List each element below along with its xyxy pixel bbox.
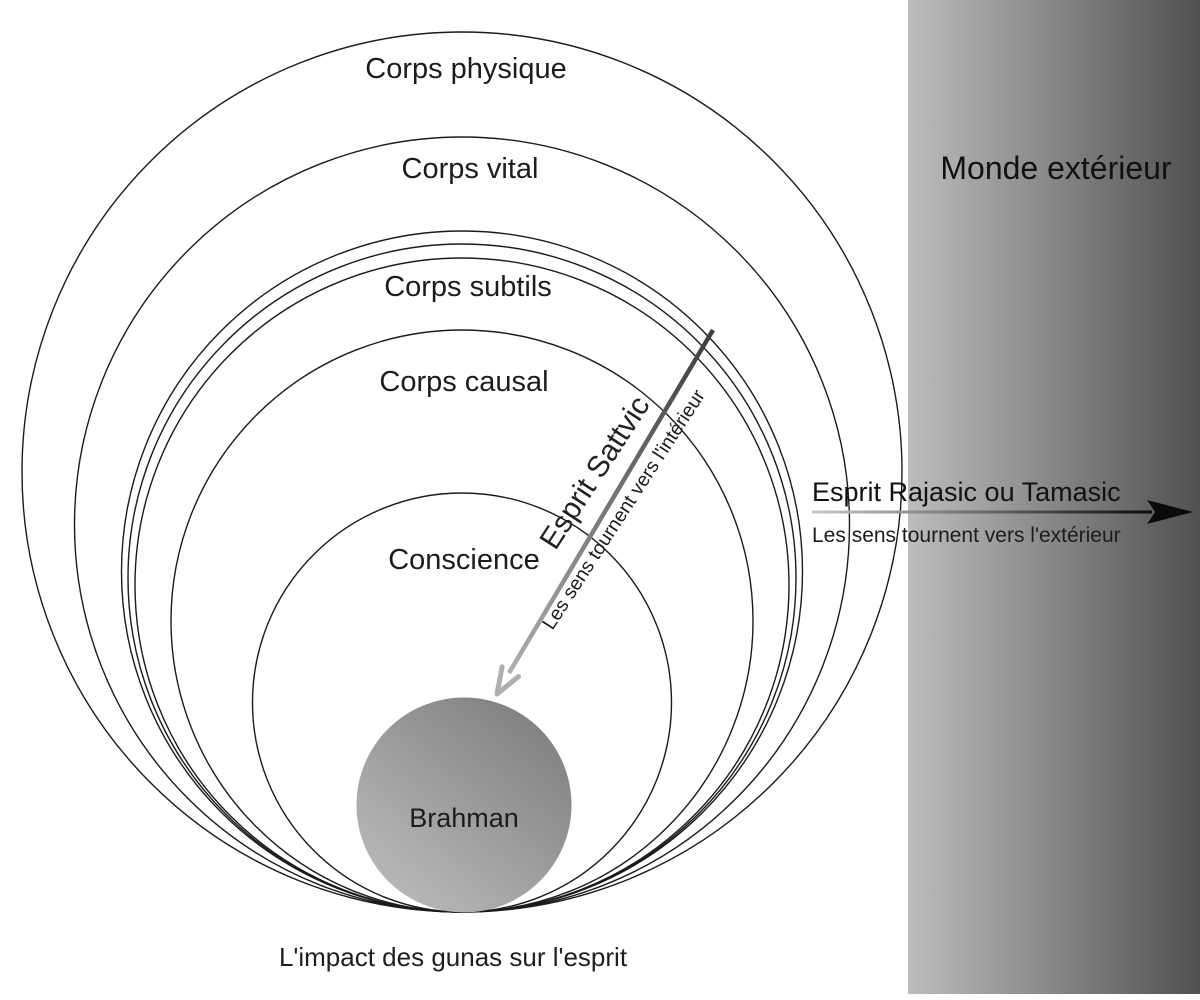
ring-label-causal: Corps causal bbox=[379, 366, 548, 398]
outer-world-label: Monde extérieur bbox=[940, 150, 1172, 186]
rajasic-arrow-label: Esprit Rajasic ou Tamasic bbox=[812, 477, 1121, 507]
ring-label-conscience: Conscience bbox=[388, 544, 540, 576]
rajasic-arrow-sublabel: Les sens tournent vers l'extérieur bbox=[812, 524, 1121, 547]
diagram-caption: L'impact des gunas sur l'esprit bbox=[279, 942, 628, 972]
rajasic-arrowhead-icon bbox=[1147, 500, 1193, 524]
sattvic-arrowhead-icon bbox=[494, 664, 521, 697]
ring-label-subtils: Corps subtils bbox=[384, 271, 552, 303]
brahman-label: Brahman bbox=[409, 803, 519, 833]
sattvic-arrow-line bbox=[507, 328, 715, 675]
ring-label-physique: Corps physique bbox=[365, 53, 567, 85]
brahman-sphere bbox=[356, 697, 572, 913]
outer-world-band bbox=[908, 0, 1200, 994]
ring-label-vital: Corps vital bbox=[402, 153, 539, 185]
